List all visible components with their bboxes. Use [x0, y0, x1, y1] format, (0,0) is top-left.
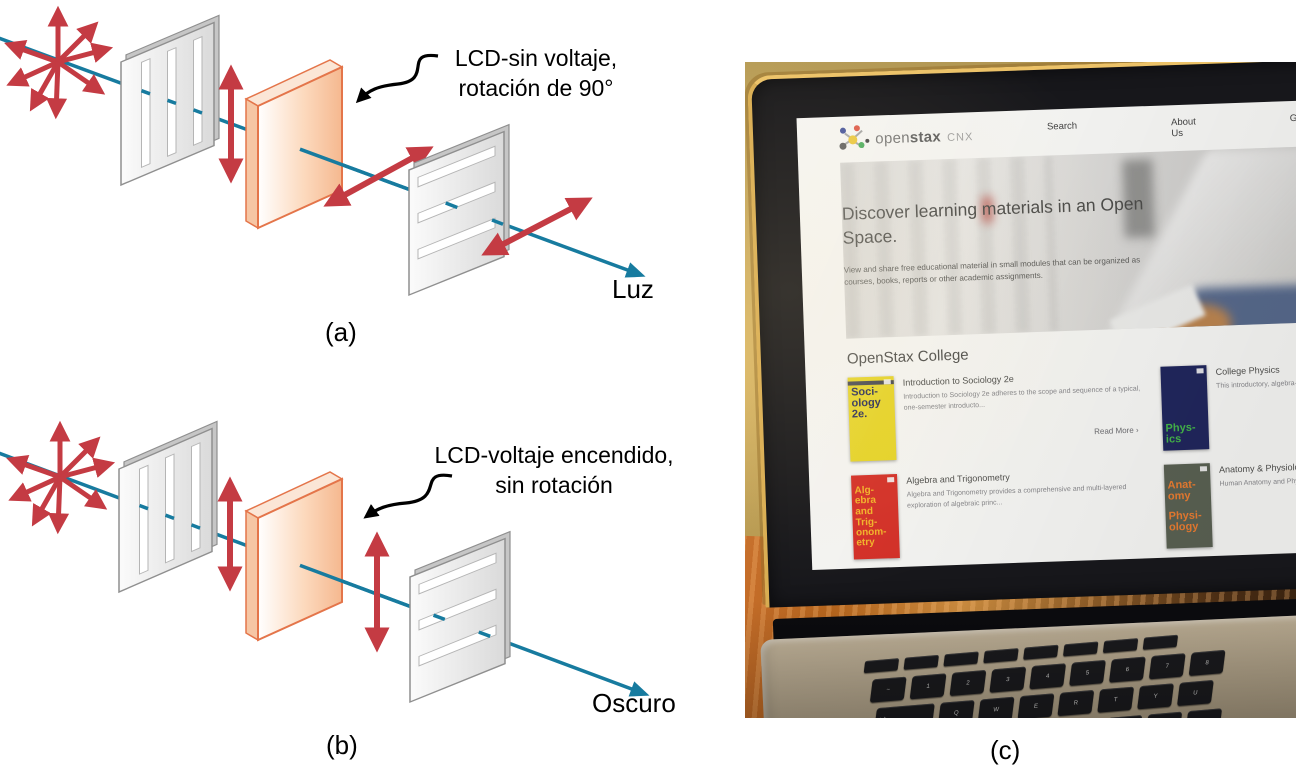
beam-through-slits-b2 [432, 613, 491, 638]
key-y: Y [1137, 683, 1174, 710]
logo-dot [839, 142, 847, 150]
unpolarized-light-starburst-a [4, 5, 114, 120]
book-description: Introduction to Sociology 2e adheres to … [903, 385, 1141, 412]
output-label-luz: Luz [612, 274, 654, 304]
key-h: H [1145, 711, 1183, 718]
key-blank [943, 651, 979, 667]
caption-c: (c) [990, 735, 1021, 765]
beam-exiting-lcd-b [299, 563, 411, 609]
read-more-link: Read More › [1093, 425, 1139, 437]
caption-b: (b) [326, 730, 358, 760]
key-blank [983, 648, 1019, 664]
cover-text-line: ics [1165, 433, 1182, 446]
output-label-oscuro: Oscuro [592, 688, 676, 718]
book-cover-physics: Phys-ics [1160, 365, 1210, 451]
key-blank [863, 658, 900, 674]
cover-text-line: etry [856, 536, 875, 549]
horizontal-slit-polarizer-a [408, 123, 510, 297]
book-card-physics: Phys-ics College Physics This introducto… [1160, 356, 1296, 451]
beam-through-slits-a1 [140, 89, 203, 115]
site-nav: Search About Us Give [1047, 112, 1296, 143]
key-blank [1023, 644, 1059, 660]
key-q: Q [937, 699, 975, 718]
output-polarization-arrow-a [481, 197, 593, 256]
vertical-slit-polarizer-a [120, 14, 220, 187]
key-1: 1 [909, 673, 947, 700]
horizontal-slit-polarizer-b [409, 530, 511, 704]
section-title: OpenStax College [846, 346, 969, 368]
key-j: J [1185, 708, 1223, 718]
key-tab: tab [874, 703, 935, 718]
key-t: T [1097, 686, 1135, 713]
book-title: Anatomy & Physiology [1218, 461, 1296, 475]
book-title: College Physics [1215, 364, 1280, 377]
nav-give: Give [1289, 112, 1296, 125]
key-blank [1102, 638, 1139, 654]
key-~: ~ [869, 676, 907, 703]
key-blank [1142, 634, 1179, 650]
key-5: 5 [1069, 659, 1106, 687]
key-blank [903, 654, 939, 670]
key-2: 2 [949, 669, 987, 697]
key-u: U [1177, 679, 1214, 707]
key-8: 8 [1188, 649, 1226, 676]
key-4: 4 [1029, 663, 1067, 690]
book-description: This introductory, algebra-based... is g… [1215, 376, 1296, 390]
lcd-annotation-b: LCD-voltaje encendido, sin rotación [406, 441, 702, 501]
lcd-panel-a [244, 59, 344, 230]
polarization-diagrams [0, 5, 650, 704]
unpolarized-light-starburst-b [6, 420, 116, 535]
key-3: 3 [989, 666, 1027, 693]
logo-dot [865, 138, 870, 143]
key-g: G [1105, 714, 1143, 718]
lcd-panel-b [244, 471, 344, 642]
annotation-line: sin rotación [495, 471, 613, 498]
caption-a: (a) [325, 317, 357, 347]
vertical-slit-polarizer-b [118, 420, 218, 594]
hero-title: Discover learning materials in an Open S… [841, 193, 1144, 248]
book-description: Algebra and Trigonometry provides a comp… [906, 484, 1127, 510]
annotation-line: LCD-voltaje encendido, [434, 442, 674, 468]
lcd-annotation-a: LCD-sin voltaje, rotación de 90° [420, 44, 652, 104]
openstax-logo-icon [839, 125, 870, 153]
annotation-line: LCD-sin voltaje, [454, 45, 618, 71]
cover-text-line: 2e. [851, 408, 868, 421]
cover-text-line: ology [1168, 520, 1199, 534]
key-blank [1062, 641, 1099, 657]
rotated-polarization-arrow-a [323, 146, 434, 207]
key-6: 6 [1108, 656, 1146, 683]
key-7: 7 [1148, 653, 1186, 680]
key-r: R [1057, 689, 1095, 717]
book-description: Human Anatomy and Physio... anatomy and … [1219, 474, 1296, 488]
beam-through-slits-b1 [138, 503, 201, 530]
nav-about-us: About Us [1170, 116, 1197, 140]
annotation-arrow-a [355, 53, 439, 104]
key-w: W [977, 696, 1015, 718]
hero-banner: Discover learning materials in an Open S… [840, 146, 1296, 339]
key-e: E [1017, 693, 1055, 718]
hero-subtitle: View and share free educational material… [843, 255, 1141, 287]
cover-text-line: omy [1167, 489, 1191, 503]
annotation-arrow-b [363, 473, 453, 519]
nav-search: Search [1046, 120, 1078, 133]
annotation-line: rotación de 90° [458, 74, 614, 101]
